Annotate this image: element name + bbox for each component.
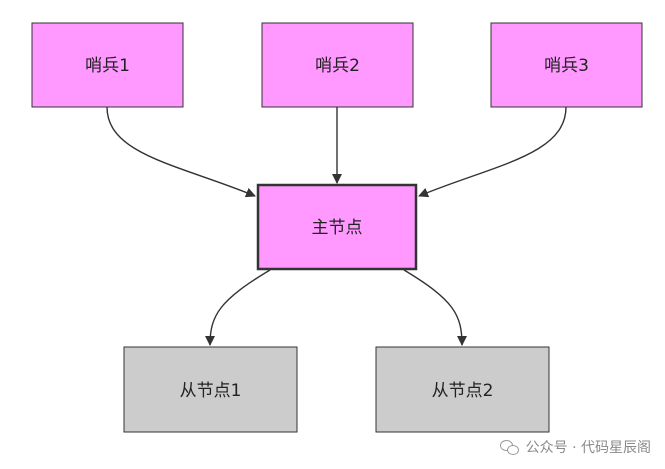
node-sentinel-3: 哨兵3 bbox=[490, 22, 643, 108]
edge-sentinel-3-to-master bbox=[418, 106, 567, 198]
node-label: 哨兵1 bbox=[85, 56, 130, 76]
node-label: 从节点2 bbox=[432, 381, 494, 401]
node-master: 主节点 bbox=[256, 183, 418, 271]
edges bbox=[106, 106, 567, 346]
edge-master-to-replica-2 bbox=[403, 269, 467, 346]
edge-master-to-replica-1 bbox=[205, 269, 271, 346]
node-label: 主节点 bbox=[312, 218, 363, 238]
node-replica-1: 从节点1 bbox=[123, 346, 298, 433]
wechat-icon bbox=[499, 439, 520, 455]
node-sentinel-2: 哨兵2 bbox=[261, 22, 414, 108]
node-label: 从节点1 bbox=[180, 381, 242, 401]
watermark-text: 公众号 · 代码星辰阁 bbox=[525, 440, 651, 456]
node-label: 哨兵2 bbox=[315, 56, 360, 76]
watermark: 公众号 · 代码星辰阁 bbox=[499, 437, 651, 457]
node-replica-2: 从节点2 bbox=[375, 346, 550, 433]
edge-sentinel-1-to-master bbox=[106, 106, 256, 198]
node-label: 哨兵3 bbox=[544, 56, 589, 76]
node-sentinel-1: 哨兵1 bbox=[31, 22, 184, 108]
